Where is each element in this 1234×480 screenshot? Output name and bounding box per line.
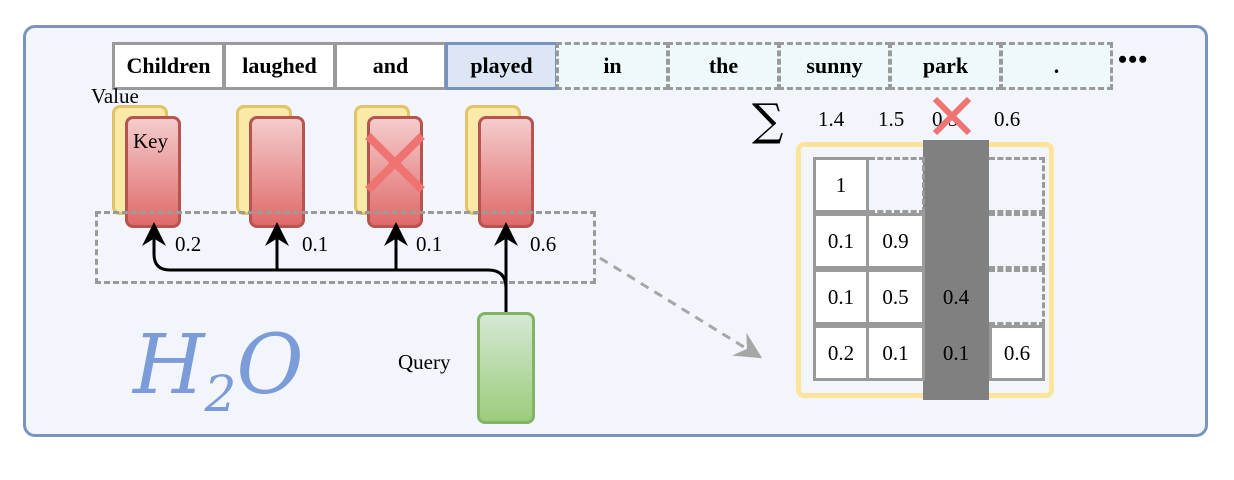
matrix-cell-r3-c3: 0.6 xyxy=(989,325,1045,381)
key-label: Key xyxy=(133,129,168,153)
matrix-cell-r2-c2: 0.4 xyxy=(942,284,970,309)
evicted-kv-cross-icon xyxy=(365,133,425,193)
matrix-cell-r2-c3 xyxy=(989,269,1045,325)
query-label: Query xyxy=(398,350,451,374)
key-card-0 xyxy=(125,116,181,228)
token-0: Children xyxy=(112,42,225,90)
matrix-cell-r0-c3 xyxy=(989,157,1045,213)
token-3: played xyxy=(445,42,558,90)
matrix-cell-r3-c1: 0.1 xyxy=(869,325,925,381)
key-card-3 xyxy=(478,116,534,228)
matrix-cell-r2-c1: 0.5 xyxy=(869,269,925,325)
arrow-to-matrix xyxy=(599,256,763,359)
h2o-subscript: 2 xyxy=(204,365,237,423)
attention-score-1: 0.1 xyxy=(302,232,329,256)
matrix-cell-r3-c2: 0.1 xyxy=(942,340,970,365)
token-8: . xyxy=(1000,42,1113,90)
attention-score-0: 0.2 xyxy=(175,232,202,256)
matrix-cell-r2-c0: 0.1 xyxy=(813,269,869,325)
h2o-title: H2O xyxy=(133,318,304,423)
attention-score-2: 0.1 xyxy=(416,232,443,256)
column-sum-3: 0.6 xyxy=(994,107,1021,131)
attention-score-region xyxy=(95,211,596,284)
value-label: Value xyxy=(91,84,139,108)
token-5: the xyxy=(667,42,780,90)
matrix-cell-r1-c1: 0.9 xyxy=(869,213,925,269)
token-2: and xyxy=(334,42,447,90)
matrix-cell-r1-c0: 0.1 xyxy=(813,213,869,269)
column-sum-0: 1.4 xyxy=(818,107,845,131)
matrix-cell-r0-c1 xyxy=(869,157,925,213)
h2o-tail: O xyxy=(236,318,304,413)
matrix-cell-r0-c0: 1 xyxy=(813,157,869,213)
attention-score-3: 0.6 xyxy=(530,232,557,256)
evicted-column-cross-icon xyxy=(932,96,972,136)
evicted-column-shade xyxy=(923,140,989,400)
token-7: park xyxy=(889,42,1002,90)
matrix-cell-r3-c0: 0.2 xyxy=(813,325,869,381)
sum-symbol: ∑ xyxy=(752,95,784,146)
token-4: in xyxy=(556,42,669,90)
token-ellipsis: ••• xyxy=(1118,45,1149,74)
h2o-base: H xyxy=(133,318,205,413)
query-card xyxy=(477,312,535,424)
matrix-cell-r1-c3 xyxy=(989,213,1045,269)
arrow-query-to-key-0 xyxy=(142,222,508,312)
token-1: laughed xyxy=(223,42,336,90)
column-sum-1: 1.5 xyxy=(878,107,905,131)
